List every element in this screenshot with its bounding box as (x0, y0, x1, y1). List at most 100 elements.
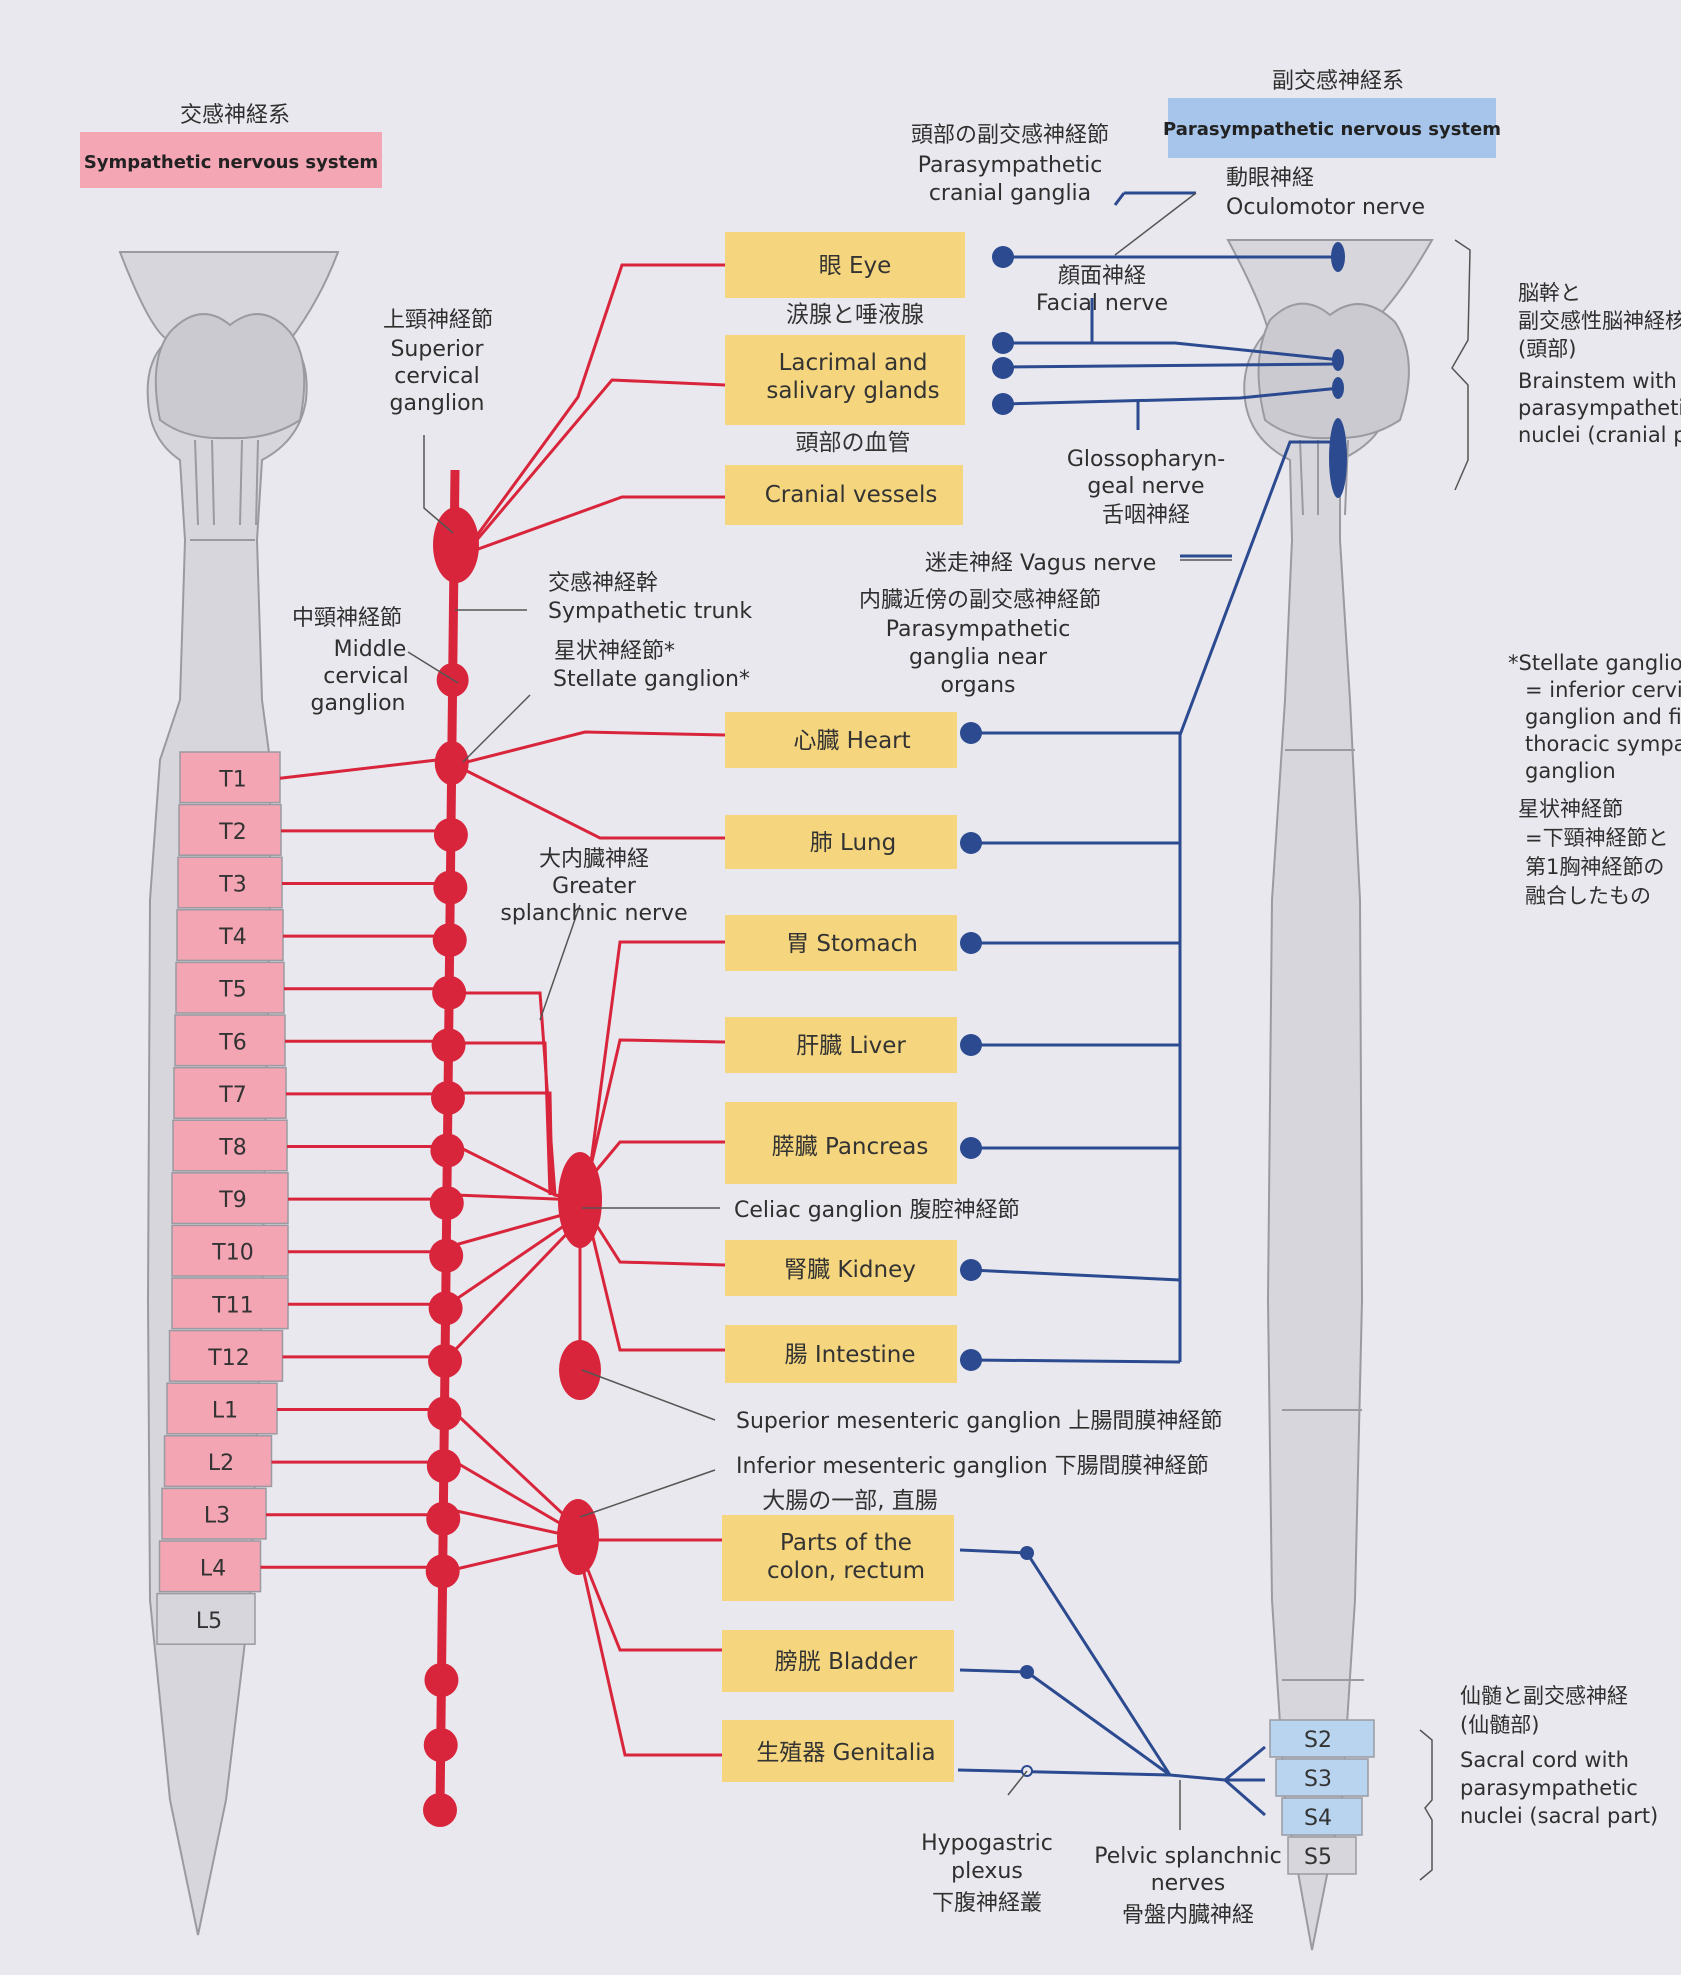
annotation-labels: 上頸神経節 Superior cervical ganglion 中頸神経節 M… (292, 123, 1681, 1928)
middle-cervical-label-jp: 中頸神経節 (292, 606, 402, 631)
spinal-segment-label-T9: T9 (218, 1188, 246, 1213)
organ-stomach (725, 915, 957, 971)
inferior-mesenteric-label: Inferior mesenteric ganglion 下腸間膜神経節 (736, 1454, 1209, 1479)
trunk-ganglion-3 (433, 817, 468, 852)
parasympathetic-title-box (1168, 98, 1496, 158)
organ-lacrimal-label-2: salivary glands (766, 378, 939, 404)
spinal-segment-T5 (175, 961, 285, 1014)
trunk-ganglion-10 (429, 1186, 464, 1221)
spinal-segment-T11 (171, 1277, 289, 1330)
trunk-ganglion-19 (423, 1728, 458, 1762)
superior-cervical-ganglion (433, 507, 479, 583)
parasympathetic-title-jp: 副交感神経系 (1272, 69, 1404, 94)
sympathetic-title-en: Sympathetic nervous system (84, 152, 378, 173)
spinal-segment-label-T2: T2 (218, 820, 246, 845)
stellate-note-3: ganglion and first (1525, 705, 1681, 729)
sacral-segment-label-S5: S5 (1304, 1845, 1332, 1870)
trunk-ganglion-6 (432, 975, 467, 1010)
spinal-segment-label-T3: T3 (218, 873, 246, 898)
sacral-label-en3: nuclei (sacral part) (1460, 1804, 1658, 1828)
vagus-label: 迷走神経 Vagus nerve (925, 551, 1156, 576)
trunk-ganglion-15 (426, 1449, 461, 1484)
spinal-segment-label-T6: T6 (218, 1030, 246, 1055)
sympathetic-major-ganglia (433, 507, 602, 1575)
spinal-segment-label-L3: L3 (204, 1504, 230, 1529)
spinal-segment-label-T10: T10 (211, 1241, 253, 1266)
organ-bladder-label: 膀胱 Bladder (775, 1649, 918, 1675)
organ-liver-label: 肝臓 Liver (796, 1033, 906, 1059)
vagus-nucleus (1329, 418, 1347, 498)
sacral-segment-S4 (1281, 1797, 1363, 1836)
organ-lacrimal-label-1: Lacrimal and (779, 350, 928, 376)
trunk-ganglion-2 (434, 741, 469, 785)
organ-eye (725, 232, 965, 298)
hypogastric-label-2: plexus (951, 1859, 1023, 1884)
pelvic-label-2: nerves (1151, 1871, 1226, 1896)
middle-cervical-label-3: ganglion (311, 691, 406, 716)
spinal-segment-L3 (161, 1487, 267, 1540)
sacral-segment-label-S2: S2 (1304, 1728, 1332, 1753)
organ-lung-label: 肺 Lung (810, 830, 896, 856)
superior-cervical-label-2: cervical (394, 364, 480, 389)
near-organs-label-1: Parasympathetic (886, 617, 1071, 642)
oculomotor-label-jp: 動眼神経 (1226, 166, 1314, 191)
near-organs-label-2: ganglia near (909, 645, 1048, 670)
spinal-segment-T9 (171, 1172, 289, 1225)
lacrimal-ganglion-1 (992, 332, 1014, 354)
facial-label-jp: 顔面神経 (1058, 264, 1146, 289)
pelvic-label-jp: 骨盤内臓神経 (1122, 1903, 1254, 1928)
heart-ganglion (960, 722, 982, 744)
stellate-note-jp3: 第1胸神経節の (1525, 855, 1664, 879)
spinal-segment-label-T7: T7 (218, 1083, 246, 1108)
sacral-segment-label-S3: S3 (1304, 1767, 1332, 1792)
stellate-note-jp1: 星状神経節 (1518, 797, 1623, 821)
sacral-segment-S2 (1269, 1719, 1375, 1758)
cranial-ganglia-label-1: Parasympathetic (918, 153, 1103, 178)
organ-cranial-vessels-jp: 頭部の血管 (796, 430, 911, 456)
sacral-segment-S3 (1275, 1758, 1369, 1797)
leader-lines (407, 192, 1471, 1881)
organ-heart (725, 712, 957, 768)
trunk-ganglion-16 (426, 1501, 461, 1536)
spinal-segment-label-T1: T1 (218, 767, 246, 792)
brainstem-label-en2: parasympathetic (1518, 396, 1681, 420)
brainstem-label-jp2: 副交感性脳神経核 (1518, 309, 1681, 333)
trunk-ganglion-20 (423, 1793, 457, 1827)
spinal-segment-L4 (158, 1540, 262, 1593)
greater-splanchnic-label-2: splanchnic nerve (500, 901, 687, 926)
organ-lacrimal-jp: 涙腺と唾液腺 (786, 302, 924, 328)
organ-pancreas-label: 膵臓 Pancreas (772, 1134, 929, 1160)
organ-lung (725, 815, 957, 869)
cranial-ganglia-label-2: cranial ganglia (929, 181, 1091, 206)
superior-cervical-label-3: ganglion (390, 391, 485, 416)
middle-cervical-label-2: cervical (323, 664, 409, 689)
pancreas-ganglion (960, 1137, 982, 1159)
spinal-segment-label-T4: T4 (218, 925, 246, 950)
trunk-ganglion-11 (429, 1238, 464, 1273)
organ-colon-label-2: colon, rectum (767, 1558, 925, 1584)
organ-pancreas (725, 1102, 957, 1184)
hypogastric-label-jp: 下腹神経叢 (932, 1891, 1042, 1916)
lacrimal-ganglion-2 (992, 357, 1014, 379)
spinal-segment-label-L2: L2 (208, 1451, 234, 1476)
sympathetic-title-box (80, 132, 382, 188)
right-spinal-cord (1226, 239, 1434, 1951)
organ-colon-jp: 大腸の一部, 直腸 (762, 1488, 938, 1514)
oculomotor-nucleus (1331, 242, 1345, 272)
lacrimal-ganglion-3 (992, 393, 1014, 415)
organ-lacrimal (725, 335, 965, 425)
splanchnic-nerves (450, 940, 726, 1757)
hypogastric-label-1: Hypogastric (921, 1831, 1053, 1856)
spinal-segment-label-T8: T8 (218, 1136, 246, 1161)
sacral-label-jp2: (仙髄部) (1460, 1713, 1539, 1737)
superior-cervical-label-jp: 上頸神経節 (383, 308, 493, 333)
spinal-segment-label-L4: L4 (200, 1556, 226, 1581)
organ-stomach-label: 胃 Stomach (786, 931, 918, 957)
spinal-segment-label-T5: T5 (218, 978, 246, 1003)
stellate-label-jp: 星状神経節* (554, 639, 675, 664)
near-organs-label-3: organs (941, 673, 1016, 698)
glosso-label-jp: 舌咽神経 (1102, 503, 1190, 528)
spinal-segment-T1 (179, 751, 281, 804)
trunk-ganglion-4 (433, 870, 468, 905)
sacral-label-en2: parasympathetic (1460, 1776, 1638, 1800)
